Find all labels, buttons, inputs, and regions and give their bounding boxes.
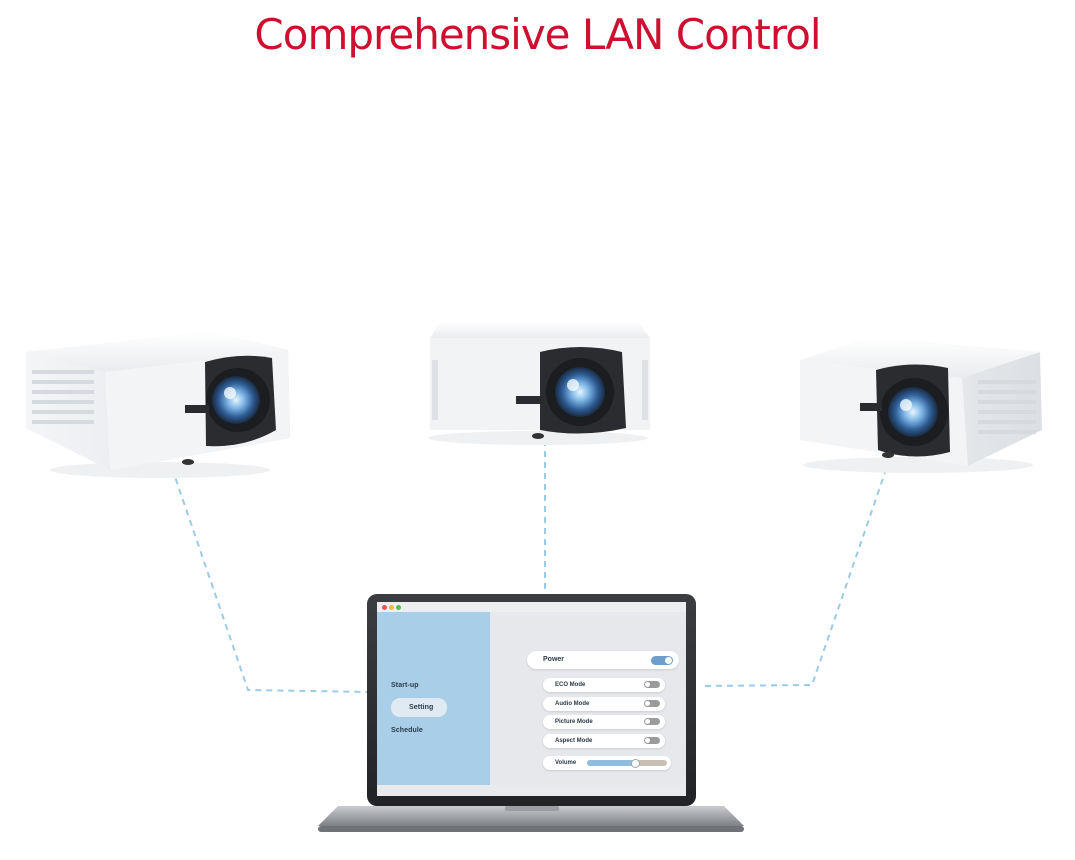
cable-left [171,467,371,693]
minimize-dot-icon[interactable] [389,605,394,610]
projector-center-icon [428,322,650,445]
page-title: Comprehensive LAN Control [254,10,821,59]
audio-mode-label: Audio Mode [555,701,590,707]
audio-mode-row: Audio Mode [543,697,665,711]
power-row: Power [527,651,679,669]
projector-right-icon [800,338,1042,473]
sidebar-item-setting[interactable]: Setting [391,698,448,717]
picture-mode-toggle[interactable] [644,718,660,725]
projector-left-icon [26,332,290,478]
power-label: Power [543,656,565,663]
window-titlebar [377,602,686,612]
laptop-screen: Start-up Setting Schedule Power ECO Mode… [377,602,686,796]
volume-label: Volume [555,760,577,766]
aspect-mode-label: Aspect Mode [555,738,593,744]
aspect-mode-row: Aspect Mode [543,734,665,748]
eco-mode-label: ECO Mode [555,682,586,688]
volume-slider[interactable] [587,760,667,766]
volume-slider-handle[interactable] [631,759,640,768]
maximize-dot-icon[interactable] [396,605,401,610]
picture-mode-row: Picture Mode [543,715,665,729]
eco-mode-row: ECO Mode [543,678,665,692]
sidebar: Start-up Setting Schedule [377,612,490,785]
lan-cables [171,440,891,693]
picture-mode-label: Picture Mode [555,719,593,725]
audio-mode-toggle[interactable] [644,700,660,707]
sidebar-item-start-up[interactable]: Start-up [391,682,419,689]
volume-row: Volume [543,756,671,770]
close-dot-icon[interactable] [382,605,387,610]
power-toggle[interactable] [651,656,673,665]
eco-mode-toggle[interactable] [644,681,660,688]
settings-panel: Power ECO Mode Audio Mode Picture Mode A… [490,612,686,785]
aspect-mode-toggle[interactable] [644,737,660,744]
cable-right [699,457,891,687]
sidebar-item-schedule[interactable]: Schedule [391,727,423,734]
